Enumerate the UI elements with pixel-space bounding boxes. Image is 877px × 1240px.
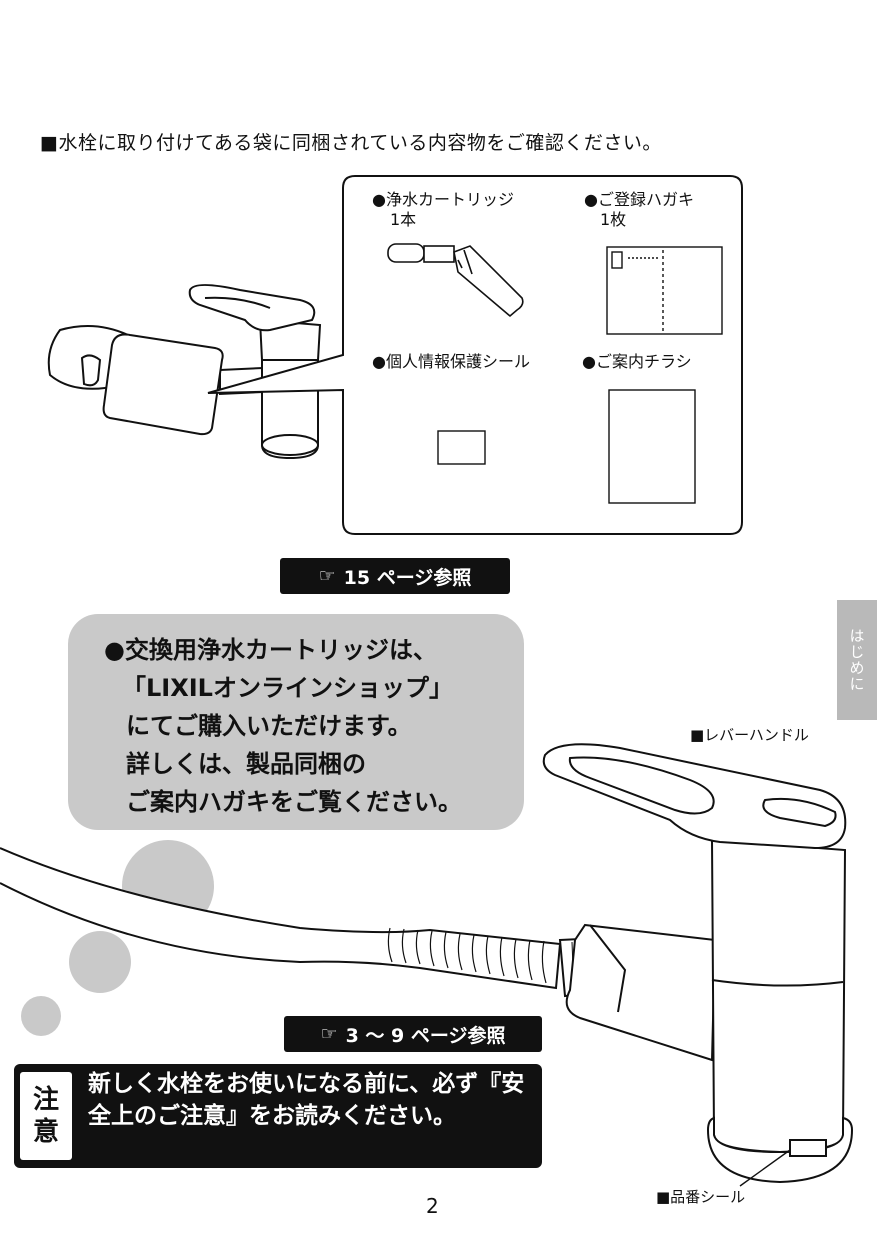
caution-tag-char-2: 意 <box>32 1117 59 1147</box>
item-postcard-qty: 1枚 <box>600 210 627 229</box>
item-cartridge-label: ●浄水カートリッジ <box>372 190 514 209</box>
caution-tag: 注 意 <box>20 1072 72 1160</box>
side-tab-introduction[interactable]: はじめに <box>837 600 877 720</box>
page-heading: ■水栓に取り付けてある袋に同梱されている内容物をご確認ください。 <box>40 132 662 154</box>
page-ref-3-9-text: 3 ～ 9 ページ参照 <box>345 1024 506 1047</box>
thought-circle-small <box>21 996 61 1036</box>
small-faucet-illustration <box>47 284 322 460</box>
item-postcard-label: ●ご登録ハガキ <box>584 190 694 209</box>
serial-seal-label: ■品番シール <box>656 1188 746 1206</box>
thought-circle-medium <box>69 931 131 993</box>
item-privacy-seal-label: ●個人情報保護シール <box>372 352 530 371</box>
cartridge-illustration <box>387 243 524 318</box>
item-cartridge-qty: 1本 <box>390 210 417 229</box>
pointing-hand-icon: ☞ <box>318 565 336 587</box>
postcard-illustration <box>606 246 723 335</box>
bubble-line-1: ●交換用浄水カートリッジは、 <box>104 636 437 664</box>
page-ref-3-9[interactable]: ☞ 3 ～ 9 ページ参照 <box>284 1016 542 1052</box>
bubble-line-2: 「LIXILオンラインショップ」 <box>122 674 453 702</box>
page-ref-15-text: 15 ページ参照 <box>343 566 472 589</box>
item-postcard: ●ご登録ハガキ 1枚 <box>584 190 694 230</box>
info-bubble: ●交換用浄水カートリッジは、 「LIXILオンラインショップ」 にてご購入いただ… <box>68 614 524 830</box>
page-number: 2 <box>426 1194 439 1218</box>
privacy-seal-illustration <box>437 430 486 465</box>
bubble-line-3: にてご購入いただけます。 <box>126 712 412 740</box>
bubble-line-4: 詳しくは、製品同梱の <box>126 750 366 778</box>
page-ref-15[interactable]: ☞ 15 ページ参照 <box>280 558 510 594</box>
large-faucet-illustration <box>0 743 854 1187</box>
caution-text: 新しく水栓をお使いになる前に、必ず『安全上のご注意』をお読みください。 <box>88 1071 525 1129</box>
caution-tag-char-1: 注 <box>32 1085 59 1115</box>
pointing-hand-icon: ☞ <box>320 1023 338 1045</box>
caution-box: 注 意 新しく水栓をお使いになる前に、必ず『安全上のご注意』をお読みください。 <box>14 1064 542 1168</box>
flyer-illustration <box>608 389 696 504</box>
lever-handle-label: ■レバーハンドル <box>690 726 809 744</box>
bubble-line-5: ご案内ハガキをご覧ください。 <box>126 788 462 816</box>
item-cartridge: ●浄水カートリッジ 1本 <box>372 190 514 230</box>
item-flyer-label: ●ご案内チラシ <box>582 352 692 371</box>
